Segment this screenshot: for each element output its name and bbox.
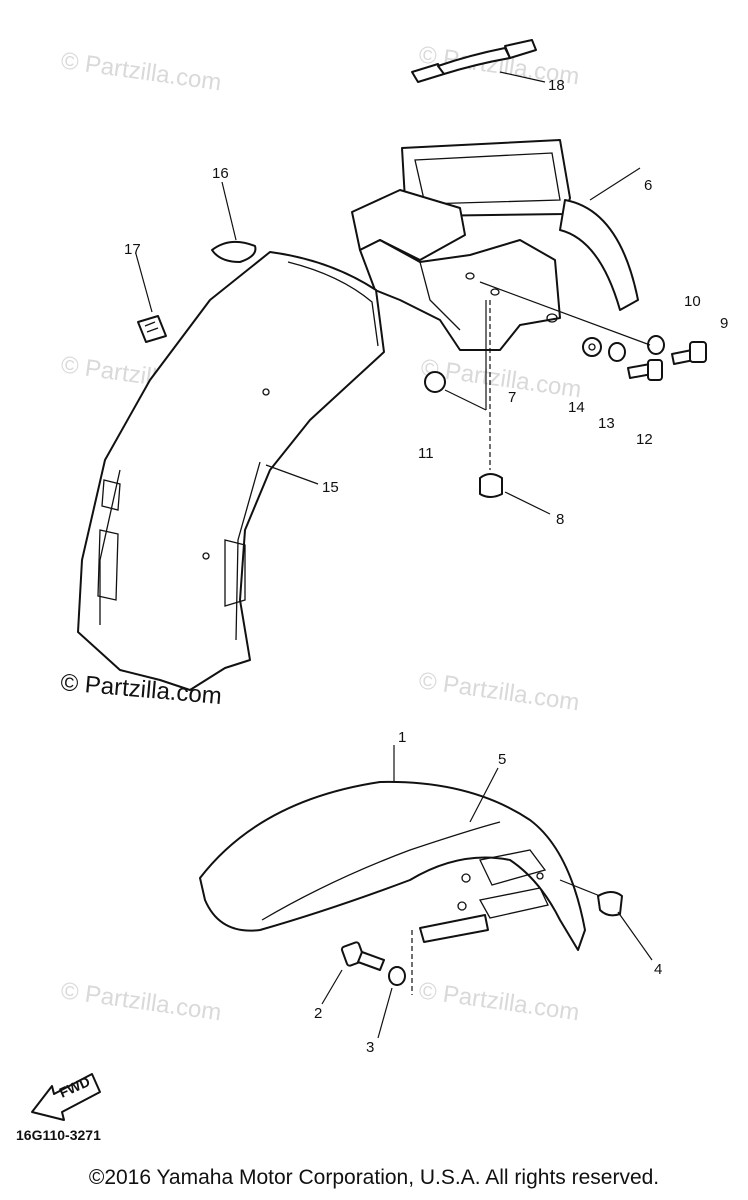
callout-8: 8 (556, 511, 564, 528)
callout-5: 5 (498, 751, 506, 768)
callout-6: 6 (644, 177, 652, 194)
watermark: © Partzilla.com (59, 977, 223, 1026)
part-18-strap (411, 39, 546, 83)
part-1-front-fender (199, 745, 586, 995)
hardware-group (424, 281, 707, 515)
parts-2-3-4-hardware (321, 879, 653, 1039)
part-17-clip (135, 253, 167, 343)
callout-16: 16 (212, 165, 229, 182)
part-15-inner-fender (77, 251, 385, 691)
part-6-rear-fender-box (351, 139, 641, 351)
callout-7: 7 (508, 389, 516, 406)
callout-14: 14 (568, 399, 585, 416)
part-16-cap (211, 181, 257, 263)
fwd-arrow-icon: FWD (31, 1073, 101, 1121)
watermark: © Partzilla.com (417, 667, 581, 716)
callout-9: 9 (720, 315, 728, 332)
diagram-code: 16G110-3271 (16, 1127, 101, 1143)
watermark: © Partzilla.com (59, 47, 223, 96)
callout-11: 11 (418, 445, 434, 462)
callout-17: 17 (124, 241, 141, 258)
watermark: © Partzilla.com (417, 977, 581, 1026)
callout-12: 12 (636, 431, 653, 448)
callouts: 1 2 3 4 5 6 7 8 9 10 11 12 13 14 15 16 1… (124, 77, 728, 1056)
callout-15: 15 (322, 479, 339, 496)
copyright-notice: ©2016 Yamaha Motor Corporation, U.S.A. A… (88, 1166, 660, 1189)
callout-1: 1 (398, 729, 406, 746)
callout-4: 4 (654, 961, 662, 978)
callout-10: 10 (684, 293, 701, 310)
callout-13: 13 (598, 415, 615, 432)
callout-2: 2 (314, 1005, 322, 1022)
callout-3: 3 (366, 1039, 374, 1056)
callout-18: 18 (548, 77, 565, 94)
